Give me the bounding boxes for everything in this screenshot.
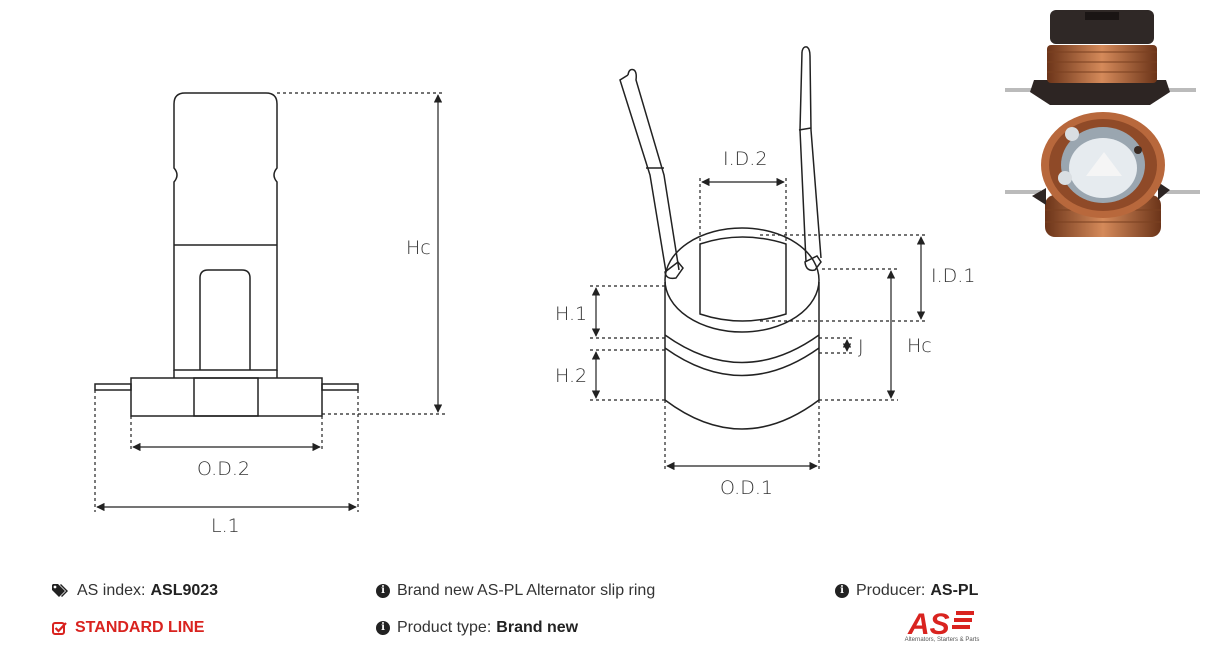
producer-value: AS-PL [930,582,979,599]
product-type: i Product type: Brand new [376,619,578,637]
standard-line: STANDARD LINE [52,619,204,637]
product-type-value: Brand new [496,619,579,636]
producer: i Producer: AS-PL [835,582,978,600]
as-index: AS index: ASL9023 [52,582,218,600]
left-dimension-lines [94,92,445,512]
product-description-text: Brand new AS-PL Alternator slip ring [397,582,656,599]
left-outer-diameter-label: O.D.2 [197,458,250,480]
left-side-view [94,92,359,417]
svg-text:AS: AS [907,608,950,638]
standard-line-label: STANDARD LINE [75,619,205,636]
technical-drawing: Hc O.D.2 L.1 [94,10,1200,537]
info-circle-icon: i [376,621,390,635]
right-gap-label: J [858,336,864,358]
producer-label: Producer: [856,582,926,599]
product-photo-top [1005,112,1200,237]
logo-mark: AS [907,608,974,641]
left-length-label: L.1 [211,515,240,537]
right-inner-diameter-side-label: I.D.1 [931,265,975,287]
as-index-value: ASL9023 [150,582,219,599]
product-photo-side [1005,10,1196,105]
product-type-label: Product type: [397,619,492,636]
check-square-icon [52,621,68,635]
product-description: i Brand new AS-PL Alternator slip ring [376,582,655,600]
right-outer-diameter-label: O.D.1 [720,477,773,499]
info-circle-icon: i [376,584,390,598]
as-pl-logo: AS Alternators, Starters & Parts [886,606,998,646]
tags-icon [52,584,70,598]
right-ring-height-1-label: H.1 [555,303,587,325]
right-height-label: Hc [907,335,932,357]
logo-tagline: Alternators, Starters & Parts [904,637,980,643]
right-dimension-lines [590,177,928,472]
right-isometric-view [619,46,822,430]
right-ring-height-2-label: H.2 [555,365,587,387]
as-index-label: AS index: [77,582,146,599]
left-height-label: Hc [406,237,431,259]
right-inner-diameter-top-label: I.D.2 [723,148,767,170]
info-circle-icon: i [835,584,849,598]
